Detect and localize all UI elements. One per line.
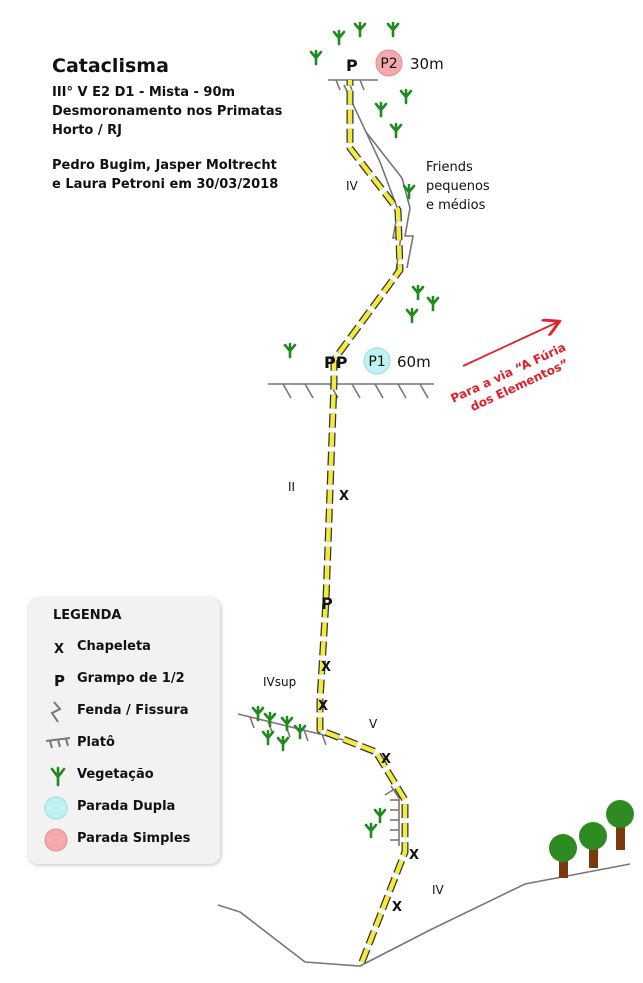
legend-label: Parada Dupla	[77, 799, 176, 814]
route-line	[316, 80, 409, 964]
bolt-mark: X	[339, 489, 349, 504]
vegetation-icon	[405, 307, 419, 324]
belay1-length: 60m	[397, 353, 431, 371]
vegetation-icon	[332, 29, 346, 46]
vegetation-icon	[374, 101, 388, 118]
vegetation-icon	[353, 21, 367, 38]
route-location: Desmoronamento nos Primatas	[52, 104, 283, 119]
crack-icon	[343, 84, 414, 273]
legend-label: Chapeleta	[77, 639, 151, 654]
arrow-to-other-route	[462, 322, 558, 367]
legend-label: Fenda / Fissura	[77, 703, 189, 718]
belay1-label: P1	[368, 354, 385, 370]
ledge-icon	[45, 737, 71, 749]
bolt-icon: X	[54, 642, 64, 657]
crack-icon	[384, 785, 400, 846]
belay2-label: P2	[380, 56, 397, 72]
vegetation-icon	[309, 49, 323, 66]
legend-label: Parada Simples	[77, 831, 191, 846]
gear-note-line2: pequenos	[426, 179, 490, 194]
single-belay-icon	[375, 49, 403, 77]
bolt-mark: X	[318, 699, 328, 714]
arrow-label: Para a via “A Fúria dos Elementos”	[448, 340, 570, 414]
route-title: Cataclisma	[52, 55, 169, 77]
grade-ivsup: IVsup	[263, 675, 296, 689]
ground-line	[217, 863, 631, 967]
grade-pitch2: IV	[346, 179, 359, 193]
gear-note-line3: e médios	[426, 198, 486, 213]
legend-label: Grampo de 1/2	[77, 671, 185, 686]
vegetation-icon	[283, 342, 297, 359]
anchor-marks-p1: PP	[324, 353, 348, 372]
piton-mark: P	[321, 594, 333, 613]
vegetation-icon	[386, 21, 400, 38]
vegetation-icon	[50, 766, 66, 787]
vegetation-icon	[276, 735, 290, 752]
svg-text:X: X	[54, 642, 64, 657]
double-belay-icon	[363, 347, 391, 375]
bolt-mark: X	[392, 900, 402, 915]
vegetation-icon	[263, 711, 277, 728]
legend-item-chapeleta: X Chapeleta	[28, 636, 220, 660]
tree-icon	[606, 800, 634, 850]
tree-icon	[549, 834, 577, 878]
legend-item-fenda: Fenda / Fissura	[28, 700, 220, 724]
bolt-mark: X	[321, 660, 331, 675]
vegetation-icon	[293, 723, 307, 740]
vegetation-icon	[411, 284, 425, 301]
svg-text:P: P	[54, 672, 65, 690]
legend-item-grampo: P Grampo de 1/2	[28, 668, 220, 692]
vegetation-icon	[389, 122, 403, 139]
grade-v: V	[369, 717, 378, 731]
vegetation-icon	[426, 295, 440, 312]
vegetation-icon	[399, 88, 413, 105]
anchor-mark-p2: P	[346, 56, 358, 75]
route-info: Cataclisma III° V E2 D1 - Mista - 90m De…	[52, 55, 282, 194]
vegetation-icon	[280, 715, 294, 732]
grade-lower: IV	[432, 883, 445, 897]
single-belay-icon	[44, 828, 68, 852]
legend-item-plato: Platô	[28, 732, 220, 756]
legend-item-parada-simples: Parada Simples	[28, 828, 220, 852]
legend-item-vegetacao: Vegetação	[28, 764, 220, 788]
route-region: Horto / RJ	[52, 123, 123, 138]
vegetation-icon	[373, 807, 387, 824]
first-ascent-date: e Laura Petroni em 30/03/2018	[52, 177, 279, 192]
ledge-icon	[237, 713, 353, 746]
vegetation-cluster-top	[309, 21, 416, 200]
double-belay-icon	[44, 796, 68, 820]
vegetation-icon	[261, 729, 275, 746]
vegetation-icon	[364, 822, 378, 839]
belay2-length: 30m	[410, 55, 444, 73]
bolt-mark: X	[381, 752, 391, 767]
legend-label: Vegetação	[77, 767, 154, 782]
grade-pitch1-upper: II	[288, 480, 295, 494]
bolt-mark: X	[409, 848, 419, 863]
ledge-icon	[268, 383, 434, 399]
route-grade: III° V E2 D1 - Mista - 90m	[52, 85, 236, 100]
crack-icon	[50, 701, 62, 723]
gear-note-line1: Friends	[426, 160, 473, 175]
legend-item-parada-dupla: Parada Dupla	[28, 796, 220, 820]
legend-label: Platô	[77, 735, 115, 750]
piton-icon: P	[54, 672, 65, 690]
legend-title: LEGENDA	[53, 608, 122, 623]
legend-panel: LEGENDA X Chapeleta P Grampo de 1/2 Fend…	[28, 598, 220, 864]
tree-icon	[579, 822, 607, 868]
first-ascent-names: Pedro Bugim, Jasper Moltrecht	[52, 158, 277, 173]
